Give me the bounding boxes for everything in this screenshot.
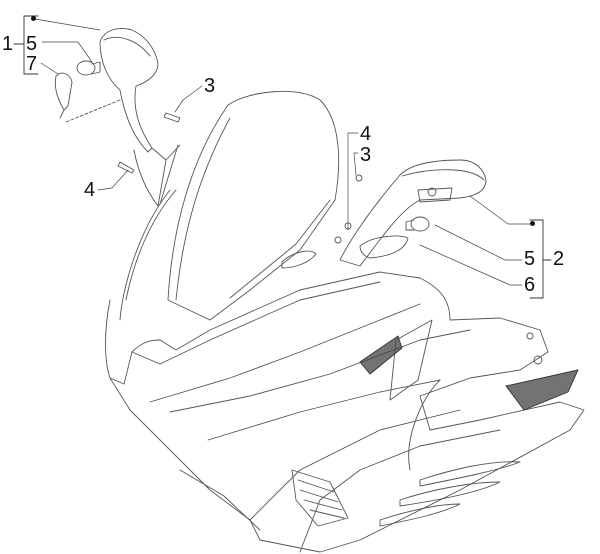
screws-art (117, 112, 363, 182)
group-2-bracket (529, 219, 552, 299)
label-5-left: 5 (26, 33, 38, 55)
label-4-right: 4 (360, 123, 372, 145)
label-1: 1 (2, 33, 14, 55)
label-5-right: 5 (524, 248, 536, 270)
label-4-left: 4 (84, 179, 96, 201)
mirror-right-art (339, 159, 487, 267)
label-7-left: 7 (26, 53, 38, 75)
label-3-left: 3 (204, 75, 216, 97)
fairing-art (105, 189, 585, 553)
label-6-right: 6 (524, 274, 536, 296)
leader-lines (34, 18, 531, 286)
windshield-art (167, 90, 340, 321)
grille-art (359, 335, 579, 411)
label-3-right: 3 (360, 144, 372, 166)
label-2: 2 (553, 248, 565, 270)
lower-vent-art (291, 461, 521, 527)
group-2-marker-dot (530, 221, 535, 226)
group-1-marker-dot (31, 16, 36, 21)
mirror-left-art (54, 28, 181, 207)
